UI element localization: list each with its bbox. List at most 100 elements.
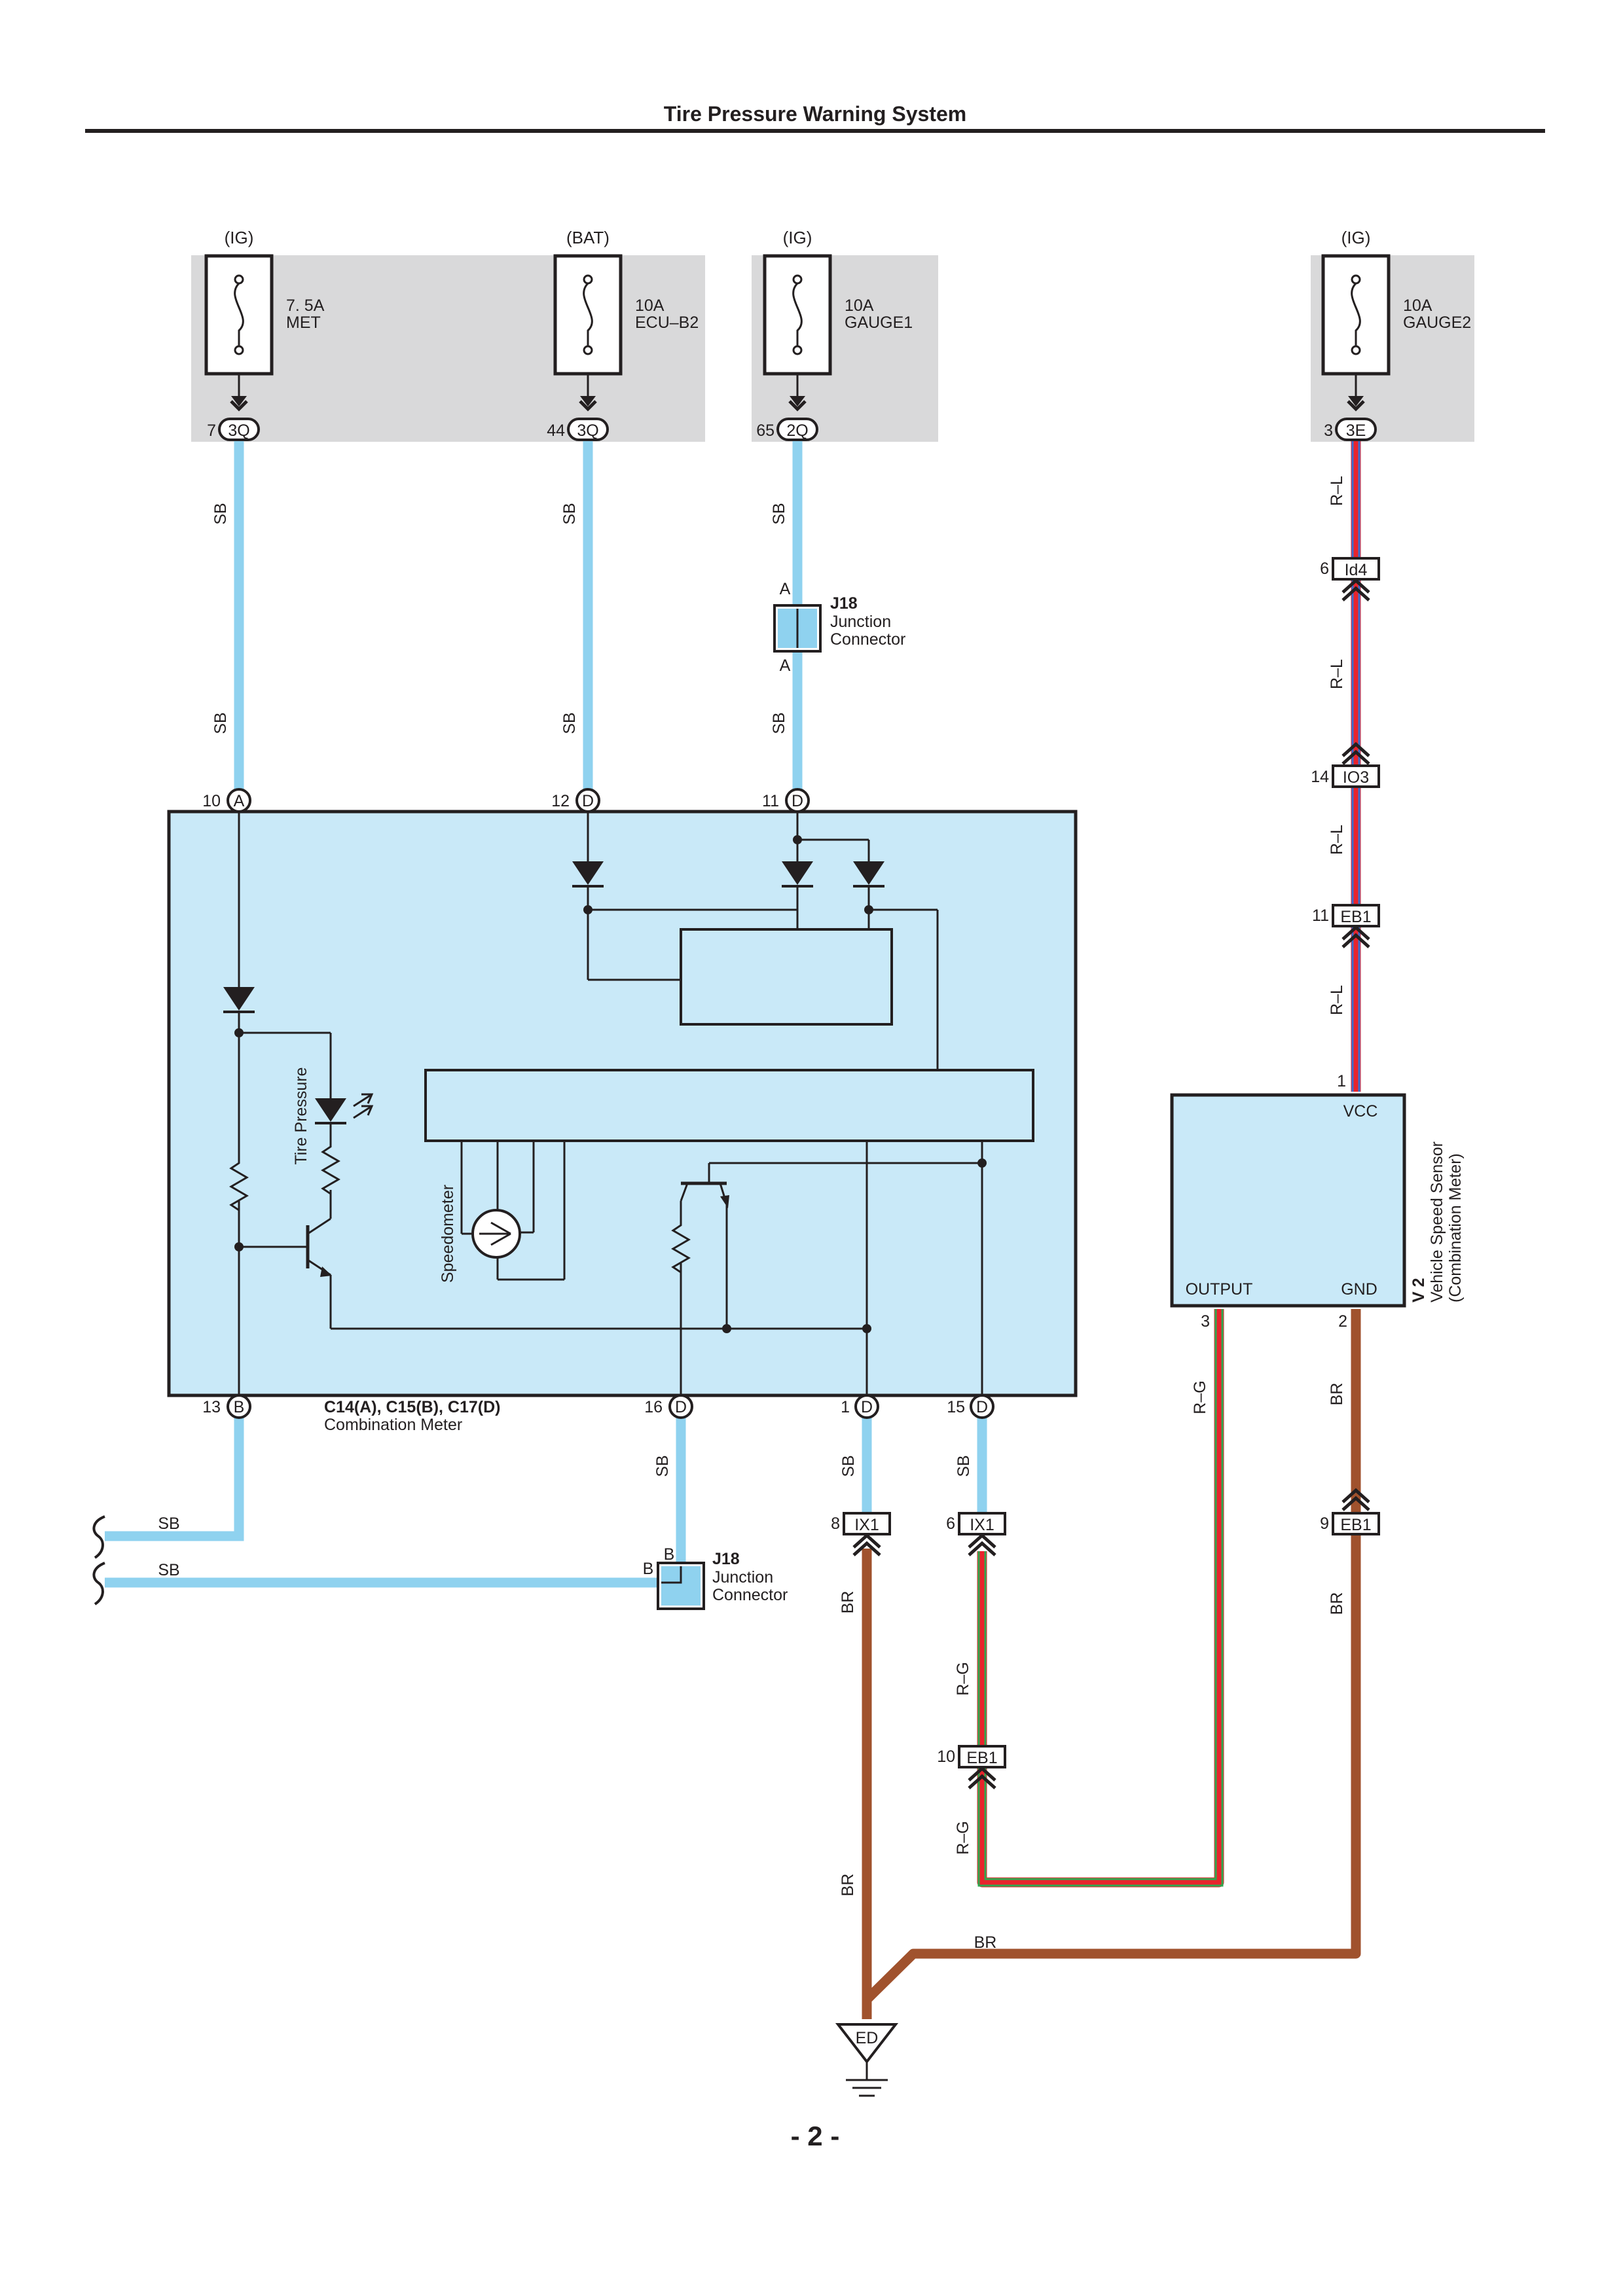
svg-text:SB: SB xyxy=(770,712,788,734)
svg-text:B: B xyxy=(664,1545,675,1564)
connector-3q-7: 7 3Q xyxy=(207,418,260,441)
svg-text:R–G: R–G xyxy=(954,1821,972,1854)
connector-eb1-10: 10 EB1 xyxy=(937,1745,1006,1788)
connector-eb1-11: 11 EB1 xyxy=(1312,904,1380,947)
svg-text:ED: ED xyxy=(856,2029,879,2047)
svg-text:10: 10 xyxy=(202,792,221,810)
svg-text:B: B xyxy=(643,1560,654,1578)
svg-text:IX1: IX1 xyxy=(970,1516,994,1534)
svg-text:SB: SB xyxy=(211,712,230,734)
fuse-gauge2: (IG) 10A GAUGE2 xyxy=(1323,228,1471,409)
svg-text:12: 12 xyxy=(551,792,570,810)
svg-text:BR: BR xyxy=(974,1933,997,1952)
svg-text:SB: SB xyxy=(770,503,788,524)
svg-text:J18: J18 xyxy=(712,1550,740,1568)
meter-pin-13-b: 13 B xyxy=(202,1394,251,1419)
svg-text:BR: BR xyxy=(1328,1383,1346,1406)
svg-text:Junction: Junction xyxy=(712,1568,773,1587)
svg-text:(Combination Meter): (Combination Meter) xyxy=(1446,1153,1465,1302)
svg-text:1: 1 xyxy=(1337,1072,1346,1090)
svg-text:14: 14 xyxy=(1311,768,1329,786)
svg-text:10A: 10A xyxy=(635,296,665,315)
svg-text:6: 6 xyxy=(946,1515,955,1533)
meter-pin-12-d: 12 D xyxy=(551,788,600,813)
svg-text:6: 6 xyxy=(1320,560,1329,578)
wire-gnd-to-ground xyxy=(863,1309,1361,2003)
wire-meter-b-out xyxy=(105,1416,244,1541)
svg-text:3: 3 xyxy=(1324,422,1333,440)
connector-eb1-9: 9 EB1 xyxy=(1320,1490,1380,1535)
svg-text:BR: BR xyxy=(839,1874,857,1897)
junction-connector-j18-bottom: B B J18 Junction Connector xyxy=(643,1545,788,1610)
svg-text:GND: GND xyxy=(1341,1280,1377,1299)
connector-id4: 6 Id4 xyxy=(1320,557,1380,600)
svg-text:SB: SB xyxy=(560,712,579,734)
svg-text:2Q: 2Q xyxy=(786,422,808,440)
meter-internal-circuit: Tire Pressure xyxy=(222,812,1034,1395)
svg-text:10: 10 xyxy=(937,1748,955,1766)
meter-pin-16-d: 16 D xyxy=(644,1394,693,1419)
svg-text:A: A xyxy=(780,656,791,675)
svg-text:9: 9 xyxy=(1320,1515,1329,1533)
svg-text:SB: SB xyxy=(839,1455,858,1477)
svg-text:13: 13 xyxy=(202,1398,221,1416)
meter-pin-10-a: 10 A xyxy=(202,788,251,813)
svg-text:Connector: Connector xyxy=(830,630,905,649)
page-number: - 2 - xyxy=(791,2121,840,2151)
wire-rg xyxy=(977,1309,1224,1888)
svg-text:3Q: 3Q xyxy=(228,422,249,440)
svg-text:D: D xyxy=(675,1398,687,1416)
svg-text:R–L: R–L xyxy=(1328,659,1346,689)
svg-text:Connector: Connector xyxy=(712,1586,788,1604)
fuse-met: (IG) 7. 5A MET xyxy=(206,228,325,409)
svg-text:SB: SB xyxy=(211,503,230,524)
connector-ix1-8: 8 IX1 xyxy=(831,1512,891,1555)
svg-text:(IG): (IG) xyxy=(225,228,254,247)
svg-text:MET: MET xyxy=(286,314,321,332)
svg-text:SB: SB xyxy=(158,1515,179,1533)
svg-text:D: D xyxy=(792,792,803,810)
svg-text:10A: 10A xyxy=(1403,296,1432,315)
svg-text:GAUGE1: GAUGE1 xyxy=(845,314,913,332)
svg-text:SB: SB xyxy=(560,503,579,524)
svg-text:BR: BR xyxy=(839,1591,857,1614)
fuse-ecu-b2: (BAT) 10A ECU–B2 xyxy=(555,228,699,409)
svg-text:2: 2 xyxy=(1338,1312,1347,1331)
wire-labels: SB SB SB SB SB SB R–L R–L R–L R–L SB SB … xyxy=(158,476,1346,1952)
meter-connector-name: C14(A), C15(B), C17(D) xyxy=(324,1398,500,1416)
svg-text:SB: SB xyxy=(158,1561,179,1579)
fuse-gauge1: (IG) 10A GAUGE1 xyxy=(765,228,913,409)
svg-text:R–L: R–L xyxy=(1328,476,1346,506)
svg-text:3E: 3E xyxy=(1346,422,1366,440)
combination-meter: 10 A 12 D 11 D 13 B 16 D 1 D xyxy=(167,788,1078,1434)
svg-text:R–G: R–G xyxy=(954,1662,972,1695)
page-title: Tire Pressure Warning System xyxy=(664,102,966,126)
svg-text:GAUGE2: GAUGE2 xyxy=(1403,314,1471,332)
svg-text:IO3: IO3 xyxy=(1343,768,1369,787)
svg-text:B: B xyxy=(234,1398,245,1416)
svg-text:16: 16 xyxy=(644,1398,663,1416)
svg-text:(IG): (IG) xyxy=(783,228,812,247)
svg-text:D: D xyxy=(582,792,594,810)
svg-text:Vehicle Speed Sensor: Vehicle Speed Sensor xyxy=(1428,1141,1446,1302)
svg-text:EB1: EB1 xyxy=(966,1749,997,1767)
connector-io3: 14 IO3 xyxy=(1311,744,1380,788)
svg-text:Junction: Junction xyxy=(830,613,891,631)
svg-text:EB1: EB1 xyxy=(1340,1516,1371,1534)
svg-text:R–L: R–L xyxy=(1328,985,1346,1015)
svg-text:A: A xyxy=(780,580,791,598)
svg-text:V 2: V 2 xyxy=(1410,1278,1428,1302)
svg-text:3Q: 3Q xyxy=(577,422,598,440)
svg-text:SB: SB xyxy=(955,1455,973,1477)
connector-3e-3: 3 3E xyxy=(1324,418,1377,441)
svg-text:A: A xyxy=(234,792,245,810)
tire-pressure-lamp-label: Tire Pressure xyxy=(292,1067,310,1164)
svg-text:VCC: VCC xyxy=(1343,1102,1378,1121)
svg-text:10A: 10A xyxy=(845,296,874,315)
svg-text:R–L: R–L xyxy=(1328,825,1346,855)
meter-pin-1-d: 1 D xyxy=(841,1394,879,1419)
svg-text:(BAT): (BAT) xyxy=(566,228,610,247)
svg-text:SB: SB xyxy=(653,1455,672,1477)
svg-text:D: D xyxy=(861,1398,873,1416)
speedometer-label: Speedometer xyxy=(439,1185,457,1283)
